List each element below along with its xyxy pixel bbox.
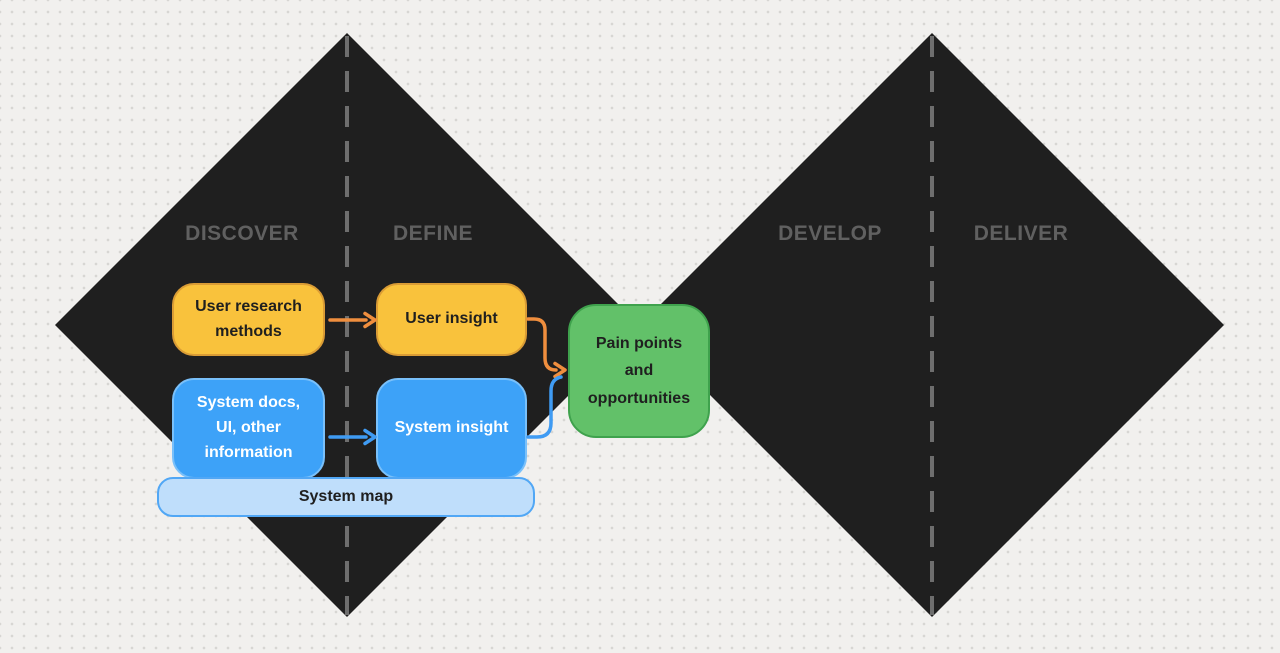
develop-deliver-diamond — [640, 33, 1224, 617]
node-system-docs: System docs, UI, other information — [172, 378, 325, 479]
node-system-map-label: System map — [298, 487, 394, 505]
phase-label-develop: DEVELOP — [778, 222, 882, 245]
discover-define-diamond — [55, 33, 639, 617]
arrowhead-system-docs-to-system-insight-icon — [363, 428, 377, 446]
node-pain-points-opportunities: Pain points and opportunities — [568, 304, 710, 438]
arrowhead-user-research-to-user-insight-icon — [363, 311, 377, 329]
node-system-insight: System insight — [376, 378, 527, 479]
node-user-research-methods-label: User research methods — [195, 297, 302, 340]
node-system-map: System map — [157, 477, 535, 517]
phase-label-discover: DISCOVER — [185, 222, 299, 245]
node-user-insight: User insight — [376, 283, 527, 356]
node-user-insight-label: User insight — [405, 310, 498, 328]
node-pain-points-opportunities-label: Pain points and opportunities — [587, 335, 691, 407]
arrowhead-user-insight-to-pain-points-icon — [553, 361, 567, 379]
node-system-docs-label: System docs, UI, other information — [196, 394, 301, 461]
arrow-user-insight-to-pain-points — [526, 317, 558, 372]
phase-label-define: DEFINE — [392, 222, 473, 245]
arrow-system-insight-to-pain-points — [526, 375, 563, 439]
node-user-research-methods: User research methods — [172, 283, 325, 356]
phase-label-deliver: DELIVER — [973, 222, 1069, 245]
node-system-insight-label: System insight — [394, 419, 509, 437]
